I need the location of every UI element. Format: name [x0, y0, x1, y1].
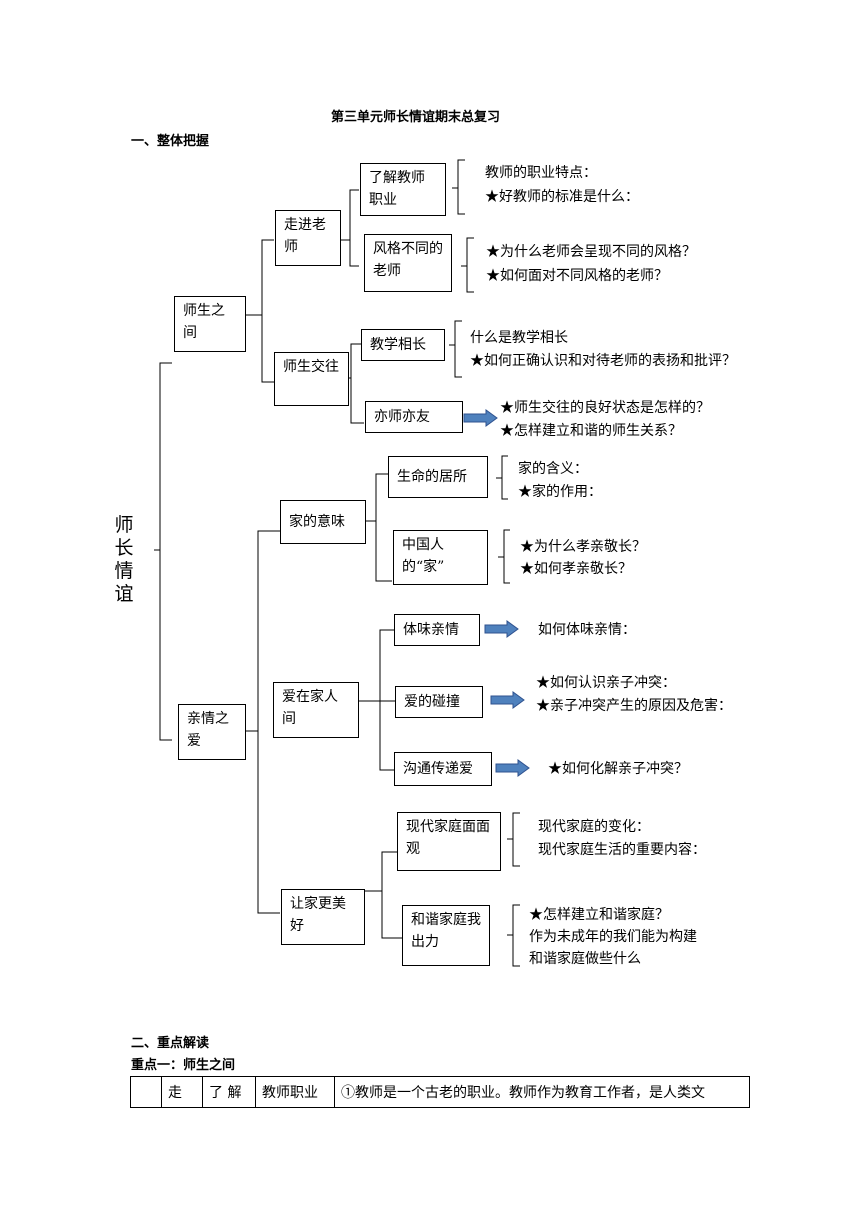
note-modern-2: 现代家庭生活的重要内容：: [538, 842, 706, 858]
note-collision-1: ★如何认识亲子冲突：: [536, 675, 676, 691]
note-feel-love: 如何体味亲情：: [538, 622, 636, 638]
node-love-collision: 爱的碰撞: [395, 686, 483, 718]
node-teaching-learning: 教学相长: [361, 329, 445, 361]
mindmap-root: 师长情谊: [114, 514, 134, 605]
node-better-home: 让家更美好: [281, 889, 365, 945]
note-harmony-3: 和谐家庭做些什么: [529, 951, 641, 967]
note-styles-1: ★为什么老师会呈现不同的风格？: [486, 244, 696, 260]
table-cell: [130, 1076, 162, 1108]
note-know-job-2: ★好教师的标准是什么：: [485, 189, 639, 205]
table-row: 走 了 解 教师职业 ①教师是一个古老的职业。教师作为教育工作者，是人类文: [130, 1076, 750, 1108]
section-heading-overview: 一、整体把握: [131, 134, 210, 149]
node-approach-teacher: 走进老师: [275, 210, 341, 266]
node-home-meaning: 家的意味: [280, 500, 366, 544]
note-know-job-1: 教师的职业特点：: [485, 165, 597, 181]
note-life-home-1: 家的含义：: [518, 461, 588, 477]
note-collision-2: ★亲子冲突产生的原因及危害：: [536, 698, 732, 714]
note-teach-1: 什么是教学相长: [470, 330, 568, 346]
subheading-key-one: 重点一：师生之间: [131, 1058, 236, 1073]
note-styles-2: ★如何面对不同风格的老师？: [486, 268, 668, 284]
note-chinese-home-1: ★为什么孝亲敬长？: [520, 539, 646, 555]
note-life-home-2: ★家的作用：: [518, 484, 602, 500]
node-love-in-family: 爱在家人间: [273, 682, 359, 738]
note-friend-1: ★师生交往的良好状态是怎样的？: [500, 400, 710, 416]
note-harmony-2: 作为未成年的我们能为构建: [529, 929, 697, 945]
node-chinese-home: 中国人的“家”: [393, 530, 488, 585]
node-feel-love: 体味亲情: [394, 614, 480, 646]
document-title: 第三单元师长情谊期末总复习: [331, 110, 501, 125]
table-cell: 教师职业: [255, 1076, 335, 1108]
section-heading-key-points: 二、重点解读: [131, 1036, 210, 1051]
node-know-teacher-job: 了解教师职业: [360, 163, 446, 216]
table-cell: 走: [161, 1076, 203, 1108]
table-cell: 了 解: [202, 1076, 256, 1108]
node-different-styles: 风格不同的老师: [364, 234, 452, 292]
node-teacher-student-interaction: 师生交往: [274, 352, 349, 406]
node-teacher-student: 师生之间: [174, 296, 246, 352]
node-harmony-family: 和谐家庭我出力: [402, 905, 490, 966]
note-friend-2: ★怎样建立和谐的师生关系？: [500, 423, 682, 439]
table-cell: ①教师是一个古老的职业。教师作为教育工作者，是人类文: [334, 1076, 750, 1108]
note-chinese-home-2: ★如何孝亲敬长？: [520, 561, 632, 577]
note-communicate: ★如何化解亲子冲突？: [548, 761, 688, 777]
note-modern-1: 现代家庭的变化：: [538, 819, 650, 835]
node-life-home: 生命的居所: [388, 456, 488, 498]
node-family-love: 亲情之爱: [178, 704, 246, 760]
node-communicate-love: 沟通传递爱: [394, 752, 492, 786]
note-teach-2: ★如何正确认识和对待老师的表扬和批评？: [470, 353, 736, 369]
key-points-table: 走 了 解 教师职业 ①教师是一个古老的职业。教师作为教育工作者，是人类文: [130, 1076, 750, 1108]
node-modern-family: 现代家庭面面观: [397, 812, 501, 871]
node-teacher-friend: 亦师亦友: [365, 401, 463, 433]
note-harmony-1: ★怎样建立和谐家庭？: [529, 907, 669, 923]
